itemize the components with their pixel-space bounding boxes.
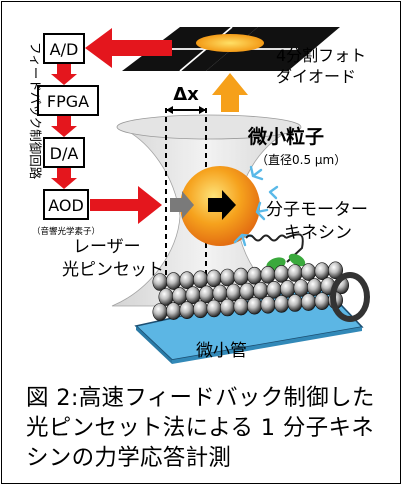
arrow-da-aod bbox=[51, 168, 77, 189]
detector-label-line2: ダイオード bbox=[276, 67, 356, 86]
tubulin-subunit bbox=[260, 265, 276, 284]
photodiode bbox=[122, 26, 340, 72]
tubulin-subunit bbox=[166, 272, 182, 290]
svg-text:A/D: A/D bbox=[50, 40, 79, 59]
caption-line-2: 光ピンセット法による 1 分子キネ bbox=[26, 415, 375, 441]
tubulin-subunit bbox=[152, 273, 168, 291]
particle-size-label: （直径0.5 μm） bbox=[256, 153, 346, 167]
tubulin-subunit bbox=[193, 270, 209, 289]
tubulin-subunit bbox=[179, 301, 195, 320]
arrow-aod-to-beam bbox=[90, 186, 162, 224]
microtubule-label: 微小管 bbox=[196, 341, 247, 361]
tubulin-subunit bbox=[300, 293, 316, 311]
motor-label-line1: 分子モーター bbox=[266, 200, 368, 220]
tweezers-label-line2: 光ピンセット bbox=[62, 260, 164, 280]
tubulin-subunit bbox=[220, 298, 236, 317]
arrow-ad-fpga bbox=[51, 64, 77, 85]
tubulin-subunit bbox=[287, 264, 303, 282]
arrow-fpga-da bbox=[51, 116, 77, 137]
tubulin-subunit bbox=[166, 302, 182, 320]
figure-caption: 図 2:高速フィードバック制御した 光ピンセット法による 1 分子キネ シンの力… bbox=[26, 383, 386, 473]
gray-arrow bbox=[170, 191, 194, 219]
svg-text:FPGA: FPGA bbox=[47, 92, 89, 111]
arrow-to-ad bbox=[85, 28, 172, 68]
tubulin-subunit bbox=[327, 261, 343, 280]
detector-label-line1: 4分割フォト bbox=[276, 46, 366, 65]
block-fpga: FPGA bbox=[37, 85, 99, 116]
delta-x-label: Δx bbox=[173, 84, 199, 105]
tubulin-subunit bbox=[260, 295, 276, 314]
tubulin-subunit bbox=[220, 268, 236, 287]
caption-line-1: 図 2:高速フィードバック制御した bbox=[26, 385, 375, 411]
tubulin-subunit bbox=[273, 295, 289, 313]
beam-top-ellipse bbox=[116, 114, 302, 140]
microtubule-end bbox=[330, 272, 370, 322]
aod-subtitle: （音響光学素子） bbox=[32, 226, 100, 237]
tubulin-subunit bbox=[247, 266, 263, 285]
detector-spot bbox=[196, 34, 264, 52]
block-ad: A/D bbox=[43, 33, 85, 64]
tubulin-subunit bbox=[152, 303, 168, 321]
caption-line-3: シンの力学応答計測 bbox=[26, 445, 232, 471]
tubulin-subunit bbox=[193, 300, 209, 319]
svg-text:AOD: AOD bbox=[48, 196, 84, 215]
block-da: D/A bbox=[43, 137, 85, 168]
tubulin-subunit bbox=[206, 269, 222, 288]
particle-label: 微小粒子 bbox=[247, 125, 324, 148]
kinesin-tether bbox=[285, 233, 304, 263]
signal-arrow-up bbox=[212, 73, 248, 112]
tubulin-subunit bbox=[233, 267, 249, 286]
tubulin-subunit bbox=[247, 296, 263, 315]
tubulin-subunit bbox=[206, 299, 222, 318]
microtubule bbox=[152, 261, 349, 321]
tubulin-subunit bbox=[314, 262, 330, 281]
force-arrow bbox=[208, 190, 236, 220]
tubulin-subunit bbox=[287, 294, 303, 312]
tubulin-subunit bbox=[273, 265, 289, 283]
motor-label-line2: キネシン bbox=[284, 223, 352, 243]
block-aod: AOD bbox=[43, 189, 89, 220]
feedback-circuit-label: フィードバック制御回路 bbox=[28, 42, 43, 180]
tubulin-subunit bbox=[314, 292, 330, 311]
tubulin-subunit bbox=[179, 271, 195, 290]
tweezers-label-line1: レーザー bbox=[73, 237, 141, 257]
tubulin-subunit bbox=[300, 263, 316, 281]
svg-text:D/A: D/A bbox=[50, 144, 79, 163]
tubulin-subunit bbox=[233, 297, 249, 316]
kinesin-stalk bbox=[245, 234, 287, 242]
